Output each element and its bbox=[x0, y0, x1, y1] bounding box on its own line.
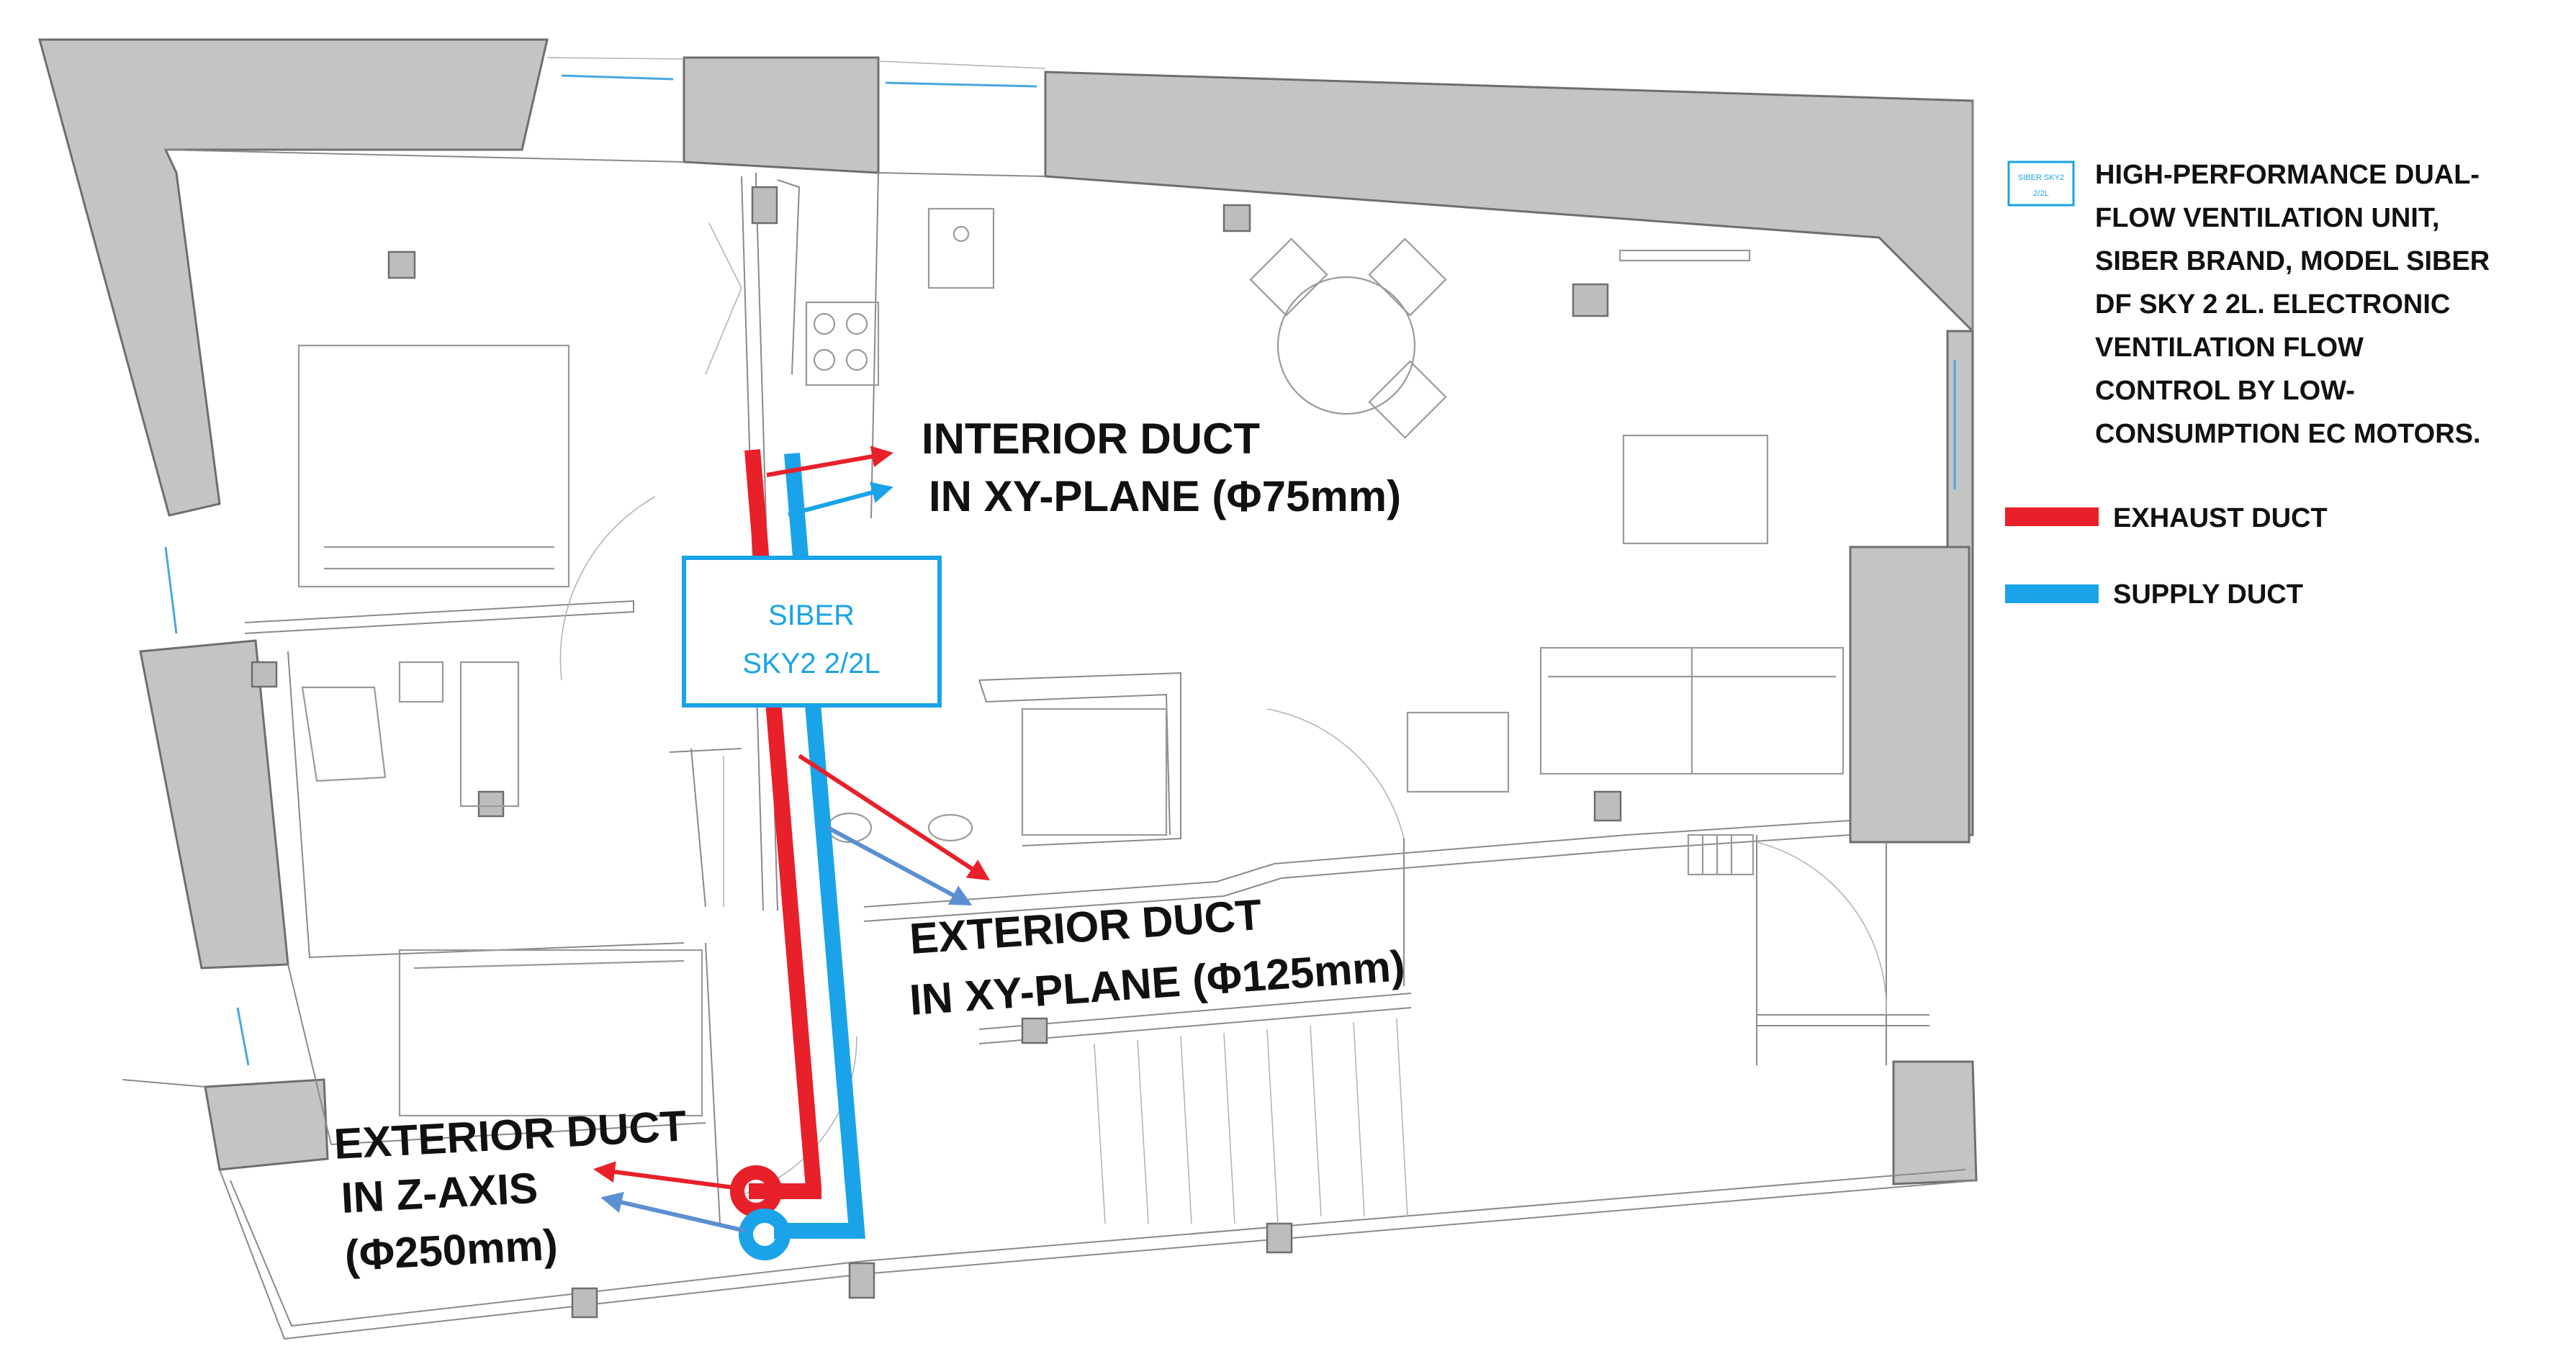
dining-table bbox=[1276, 276, 1416, 415]
kitchen-stove bbox=[805, 301, 880, 387]
bed bbox=[297, 344, 570, 588]
wall-bottom-right bbox=[1892, 1060, 1978, 1185]
interior-duct-spec: IN XY-PLANE (Φ75mm) bbox=[929, 472, 1401, 520]
z-exhaust-arrow bbox=[593, 1161, 735, 1190]
callouts: INTERIOR DUCT IN XY-PLANE (Φ75mm) EXTERI… bbox=[333, 415, 1406, 1280]
wall-right-lower bbox=[1849, 546, 1971, 844]
legend-unit-icon-line2: 2/2L bbox=[2033, 189, 2048, 198]
interior-supply-arrow bbox=[788, 482, 893, 517]
legend-exhaust-label: EXHAUST DUCT bbox=[2113, 503, 2328, 533]
wall-left-mid bbox=[139, 639, 289, 970]
windows bbox=[164, 57, 1956, 1066]
armchair bbox=[1406, 711, 1510, 793]
z-supply-arrow bbox=[600, 1191, 746, 1233]
legend-unit-desc-1: HIGH-PERFORMANCE DUAL- bbox=[2095, 160, 2480, 190]
desk bbox=[459, 661, 520, 808]
piers bbox=[251, 186, 1622, 1319]
wall-top-right bbox=[1044, 71, 1974, 334]
supply-duct-main bbox=[774, 453, 865, 1239]
ducts bbox=[730, 449, 865, 1260]
legend-unit-icon bbox=[2007, 161, 2075, 207]
legend-unit-desc-2: FLOW VENTILATION UNIT, bbox=[2095, 203, 2439, 233]
flow-arrows bbox=[593, 446, 991, 1233]
legend-unit-desc-7: CONSUMPTION EC MOTORS. bbox=[2095, 419, 2481, 449]
exterior-z-duct-spec: (Φ250mm) bbox=[343, 1221, 559, 1280]
exterior-supply-arrow bbox=[827, 826, 973, 905]
siber-unit-label-line1: SIBER bbox=[768, 600, 855, 631]
exterior-z-duct-title: EXTERIOR DUCT bbox=[333, 1101, 688, 1168]
interior-walls bbox=[165, 149, 1929, 1224]
legend-unit-desc-4: DF SKY 2 2L. ELECTRONIC bbox=[2095, 289, 2450, 320]
legend-supply-swatch bbox=[2005, 584, 2099, 603]
siber-unit: SIBER SKY2 2/2L bbox=[682, 556, 942, 708]
exterior-z-duct-axis: IN Z-AXIS bbox=[340, 1164, 539, 1222]
door-arc bbox=[1266, 708, 1405, 839]
siber-unit-label-line2: SKY2 2/2L bbox=[742, 648, 880, 679]
bed bbox=[398, 949, 703, 1117]
legend-exhaust-swatch bbox=[2005, 507, 2099, 526]
legend-unit-desc-5: VENTILATION FLOW bbox=[2095, 333, 2364, 363]
furniture bbox=[297, 207, 1845, 1224]
wall-top-left bbox=[38, 38, 549, 517]
exterior-exhaust-arrow bbox=[798, 754, 991, 881]
door-arc bbox=[559, 496, 656, 681]
legend-supply-label: SUPPLY DUCT bbox=[2113, 579, 2303, 610]
wall-top-center bbox=[683, 56, 880, 174]
legend-unit-icon-line1: SIBER SKY2 bbox=[2018, 173, 2064, 182]
supply-outlet-ring bbox=[739, 1208, 791, 1260]
stairs bbox=[1094, 1018, 1408, 1224]
door-arc bbox=[1756, 841, 1887, 1016]
kitchen-sink bbox=[927, 207, 995, 289]
wall-lower-left bbox=[204, 1078, 329, 1171]
exhaust-outlet-ring bbox=[730, 1165, 782, 1217]
coffee-table bbox=[1622, 434, 1769, 545]
shower bbox=[1021, 708, 1168, 836]
legend: SIBER SKY2 2/2L HIGH-PERFORMANCE DUAL- F… bbox=[2005, 160, 2490, 610]
outer-walls bbox=[38, 38, 1978, 1185]
legend-unit-desc-6: CONTROL BY LOW- bbox=[2095, 376, 2355, 406]
legend-unit-desc-3: SIBER BRAND, MODEL SIBER bbox=[2095, 246, 2490, 276]
interior-exhaust-arrow bbox=[766, 446, 893, 477]
siber-unit-box bbox=[682, 556, 942, 708]
interior-duct-title: INTERIOR DUCT bbox=[922, 415, 1260, 463]
